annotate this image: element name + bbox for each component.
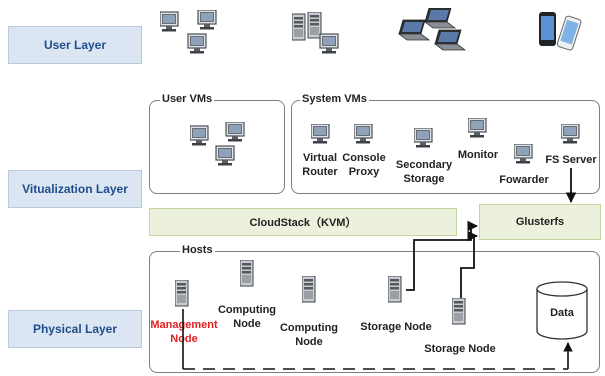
storage-node-2-label: Storage Node	[424, 343, 496, 355]
user-layer-label: User Layer	[8, 26, 142, 64]
console-proxy-line2: Proxy	[348, 166, 380, 178]
monitor-vm-label: Monitor	[457, 149, 499, 161]
hosts-panel	[149, 251, 600, 373]
virtualization-layer-label: Vitualization Layer	[8, 170, 142, 208]
fs-server-label: FS Server	[545, 154, 597, 166]
computing-node-1-line1: Computing	[217, 304, 277, 316]
system-vms-title: System VMs	[300, 93, 369, 105]
secondary-storage-line1: Secondary	[395, 159, 453, 171]
physical-layer-label: Physical Layer	[8, 310, 142, 348]
secondary-storage-label: Secondary Storage	[395, 158, 453, 186]
computing-node-1-label: Computing Node	[214, 303, 280, 331]
system-vms-panel	[291, 100, 600, 194]
computing-node-2-label: Computing Node	[276, 321, 342, 349]
computing-node-2-line1: Computing	[279, 322, 339, 334]
storage-node-1-label: Storage Node	[360, 321, 432, 333]
user-phones-icon	[539, 12, 582, 51]
computing-node-1-line2: Node	[233, 318, 261, 330]
computing-node-2-line2: Node	[295, 336, 323, 348]
console-proxy-line1: Console	[342, 152, 386, 164]
virtual-router-line2: Router	[302, 166, 338, 178]
management-node-label: Management Node	[148, 318, 220, 346]
data-label: Data	[550, 307, 574, 319]
virtual-router-line1: Virtual	[302, 152, 338, 164]
virtual-router-label: Virtual Router	[298, 151, 342, 179]
cloudstack-bar: CloudStack（KVM）	[149, 208, 457, 236]
secondary-storage-line2: Storage	[403, 173, 445, 185]
data-cylinder-icon	[536, 281, 588, 340]
management-node-line2: Node	[170, 333, 198, 345]
user-vms-title: User VMs	[160, 93, 215, 105]
management-node-line1: Management	[150, 319, 218, 331]
glusterfs-box: Glusterfs	[479, 204, 601, 240]
hosts-title: Hosts	[180, 244, 215, 256]
console-proxy-label: Console Proxy	[340, 151, 388, 179]
forwarder-label: Fowarder	[499, 174, 549, 186]
